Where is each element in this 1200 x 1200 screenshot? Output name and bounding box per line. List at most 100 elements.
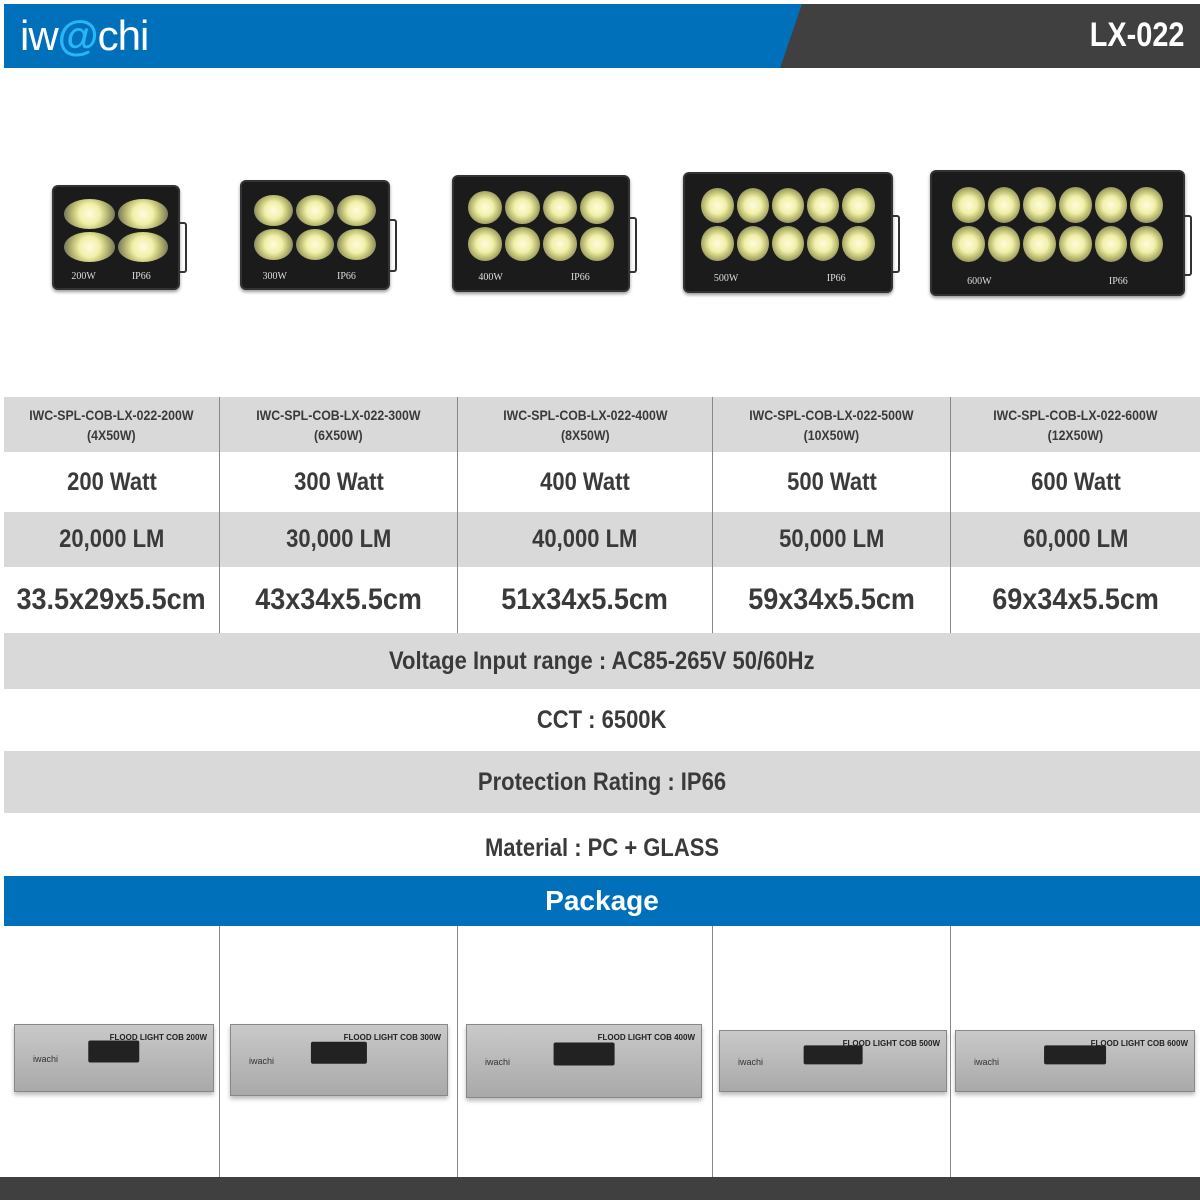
material-spec: Material : PC + GLASS: [484, 834, 720, 862]
box-label: FLOOD LIGHT COB 600W: [1090, 1039, 1188, 1048]
package-box-image: FLOOD LIGHT COB 600W iwachi: [955, 1030, 1195, 1092]
product-code: IWC-SPL-COB-LX-022-200W(4X50W): [29, 406, 194, 443]
dimensions: 51x34x5.5cm: [501, 583, 669, 616]
floodlight-image: 300W IP66: [240, 180, 397, 290]
wattage-row: 200 Watt 300 Watt 400 Watt 500 Watt 600 …: [4, 452, 1200, 512]
led-chip: [1130, 186, 1163, 223]
cct-row: CCT : 6500K: [4, 689, 1200, 751]
watt-label: 300W: [262, 270, 287, 282]
wattage: 500 Watt: [786, 467, 877, 496]
lumens: 60,000 LM: [1022, 525, 1129, 553]
product-code: IWC-SPL-COB-LX-022-500W(10X50W): [749, 406, 914, 443]
led-chip: [771, 188, 805, 223]
voltage-spec: Voltage Input range : AC85-265V 50/60Hz: [389, 646, 815, 675]
led-chip: [1023, 186, 1056, 223]
package-box-image: FLOOD LIGHT COB 500W iwachi: [719, 1030, 947, 1092]
led-chip: [295, 194, 335, 227]
led-chip: [542, 190, 577, 225]
lumens: 30,000 LM: [285, 525, 392, 553]
floodlight-image: 400W IP66: [452, 175, 637, 292]
lumens: 40,000 LM: [532, 525, 638, 553]
box-window: [1044, 1045, 1106, 1065]
mount-bracket: [629, 216, 637, 274]
led-chip: [952, 225, 985, 263]
wattage: 200 Watt: [66, 467, 157, 496]
box-window: [803, 1045, 863, 1065]
box-label: FLOOD LIGHT COB 300W: [343, 1033, 441, 1042]
led-chip: [579, 227, 615, 261]
ip-label: IP66: [131, 270, 151, 282]
footer-bar: [0, 1177, 1200, 1200]
model-number: LX-022: [1089, 16, 1184, 54]
led-chip: [1130, 225, 1163, 263]
protection-row: Protection Rating : IP66: [4, 751, 1200, 813]
led-chip: [467, 227, 503, 261]
protection-spec: Protection Rating : IP66: [477, 767, 727, 796]
led-chip: [63, 199, 115, 229]
box-brand: iwachi: [485, 1056, 511, 1067]
led-chip: [842, 188, 875, 223]
box-label: FLOOD LIGHT COB 500W: [842, 1039, 940, 1048]
package-cell: FLOOD LIGHT COB 500W iwachi: [713, 926, 951, 1177]
ip-label: IP66: [1108, 275, 1128, 287]
product-code: IWC-SPL-COB-LX-022-600W(12X50W): [993, 406, 1158, 443]
dimensions: 43x34x5.5cm: [255, 583, 422, 616]
box-label: FLOOD LIGHT COB 400W: [597, 1033, 695, 1042]
dimensions: 33.5x29x5.5cm: [16, 583, 207, 616]
model-banner: [780, 4, 1200, 68]
box-label: FLOOD LIGHT COB 200W: [109, 1033, 207, 1042]
mount-bracket: [892, 214, 900, 274]
led-chip: [542, 227, 577, 261]
watt-label: 200W: [71, 270, 96, 282]
lumens: 50,000 LM: [778, 525, 885, 553]
floodlight-image: 200W IP66: [52, 185, 187, 290]
dimensions-row: 33.5x29x5.5cm 43x34x5.5cm 51x34x5.5cm 59…: [4, 567, 1200, 633]
box-brand: iwachi: [738, 1057, 764, 1068]
led-chip: [1094, 225, 1128, 263]
watt-label: 500W: [713, 272, 739, 284]
package-cell: FLOOD LIGHT COB 600W iwachi: [951, 926, 1200, 1177]
led-chip: [253, 194, 293, 227]
package-cell: FLOOD LIGHT COB 400W iwachi: [458, 926, 713, 1177]
led-chip: [295, 229, 335, 261]
lumens-row: 20,000 LM 30,000 LM 40,000 LM 50,000 LM …: [4, 512, 1200, 567]
mount-bracket: [1184, 214, 1192, 276]
box-window: [553, 1042, 615, 1066]
led-chip: [1023, 225, 1056, 263]
dimensions: 69x34x5.5cm: [992, 583, 1159, 616]
voltage-row: Voltage Input range : AC85-265V 50/60Hz: [4, 633, 1200, 689]
product-codes-row: IWC-SPL-COB-LX-022-200W(4X50W) IWC-SPL-C…: [4, 397, 1200, 452]
ip-label: IP66: [570, 272, 590, 284]
mount-bracket: [389, 219, 397, 273]
led-chip: [987, 225, 1021, 263]
package-title: Package: [545, 885, 659, 916]
lumens: 20,000 LM: [58, 525, 165, 553]
led-chip: [337, 194, 377, 227]
box-window: [310, 1041, 368, 1065]
led-chip: [505, 190, 540, 225]
led-chip: [1094, 186, 1128, 223]
ip-label: IP66: [336, 270, 356, 282]
cct-spec: CCT : 6500K: [537, 705, 667, 734]
ip-label: IP66: [826, 272, 846, 284]
led-chip: [952, 186, 985, 223]
led-chip: [807, 225, 840, 261]
led-chip: [63, 231, 115, 262]
box-brand: iwachi: [33, 1054, 59, 1065]
led-chip: [117, 231, 169, 262]
led-chip: [701, 225, 734, 261]
floodlight-image: 500W IP66: [683, 172, 900, 293]
header-banner: iw@chi LX-022: [4, 4, 1200, 68]
box-brand: iwachi: [974, 1057, 1000, 1068]
led-chip: [467, 190, 503, 225]
brand-logo: iw@chi: [20, 12, 149, 59]
led-chip: [807, 188, 840, 223]
product-code: IWC-SPL-COB-LX-022-400W(8X50W): [502, 406, 668, 443]
product-code: IWC-SPL-COB-LX-022-300W(6X50W): [256, 406, 421, 443]
watt-label: 400W: [478, 272, 503, 284]
led-chip: [117, 199, 169, 229]
package-heading: Package: [4, 876, 1200, 926]
